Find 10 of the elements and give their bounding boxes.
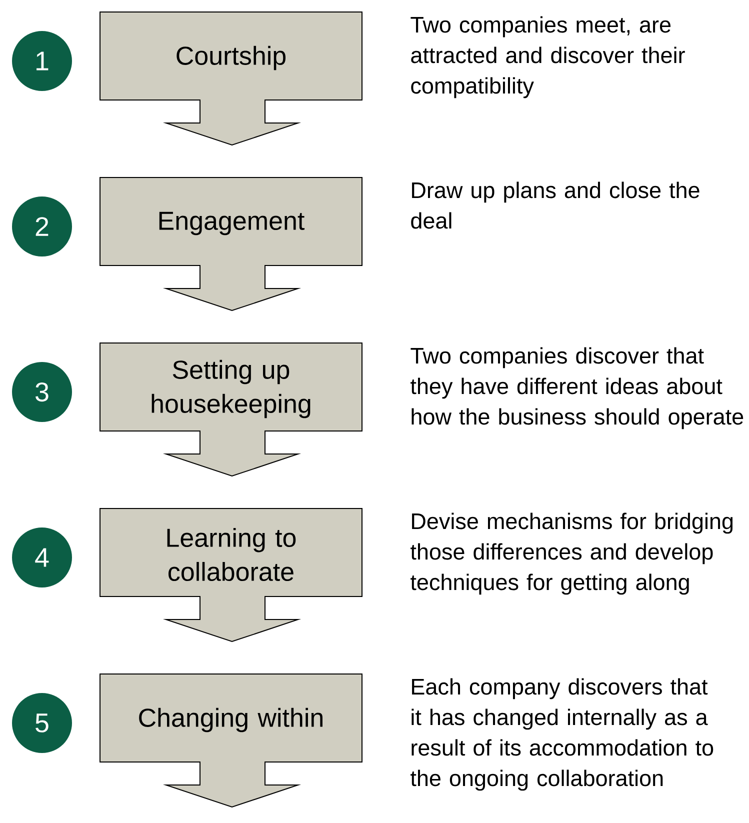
arrow-box: Setting up housekeeping xyxy=(100,342,362,477)
description-text: Two companies discover that they have different ideas about how the business should operate xyxy=(410,347,744,430)
description-text: Each company discovers that it has changed internally as a result of its accommodation to the ongoing collaboration xyxy=(410,678,714,791)
arrow-box: Changing within xyxy=(100,674,362,808)
arrow-box: Engagement xyxy=(100,177,362,312)
arrow-box: Courtship xyxy=(100,12,362,146)
description-text: Devise mechanisms for bridging those differences and develop techniques for getting along xyxy=(410,512,733,595)
description-text: Two companies meet, are attracted and discover their compatibility xyxy=(410,16,685,98)
description-text: Draw up plans and close the deal xyxy=(411,182,700,229)
arrow-box: Learning to collaborate xyxy=(100,508,362,642)
